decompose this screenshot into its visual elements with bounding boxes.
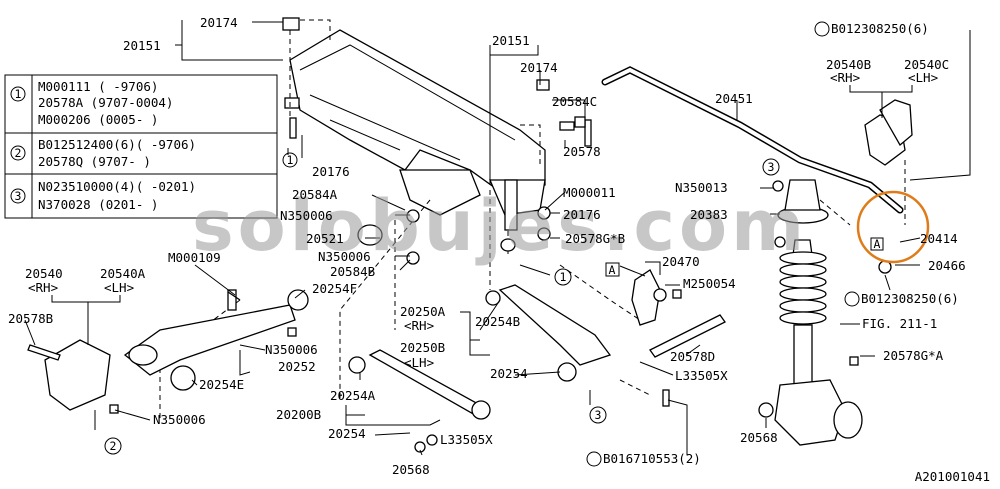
label-rh-arm: <RH>: [28, 280, 58, 295]
legend-row2-line2: 20578Q (9707- ): [38, 154, 151, 169]
label-20584c: 20584C: [552, 94, 597, 109]
label-20383: 20383: [690, 207, 728, 222]
label-rh-link: <RH>: [404, 318, 434, 333]
label-20540b: 20540B: [826, 57, 871, 72]
label-20254f: 20254F: [312, 281, 357, 296]
label-20578d: 20578D: [670, 349, 715, 364]
label-20584b: 20584B: [330, 264, 375, 279]
label-20540a: 20540A: [100, 266, 146, 281]
callout-3-arm: 3: [595, 408, 602, 422]
label-n350006-a: N350006: [280, 208, 333, 223]
part-labels: 20174 20151 1 20151 20174 20584C 20578 2…: [8, 15, 990, 484]
leader-lines: [24, 20, 971, 456]
legend-table: 1 M000111 ( -9706) 20578A (9707-0004) M0…: [4, 74, 278, 219]
callout-2: 2: [110, 439, 117, 453]
label-lh-arm: <LH>: [104, 280, 134, 295]
label-20568-left: 20568: [392, 462, 430, 477]
legend-row3-line2: N370028 (0201- ): [38, 197, 158, 212]
label-20521: 20521: [306, 231, 344, 246]
label-lh-bracket: <LH>: [908, 70, 938, 85]
label-20578g-a: 20578G*A: [883, 348, 944, 363]
legend-row1-line2: 20578A (9707-0004): [38, 95, 173, 110]
label-20151-left: 20151: [123, 38, 161, 53]
label-20414: 20414: [920, 231, 958, 246]
legend-row3-line1: N023510000(4)( -0201): [38, 179, 196, 194]
label-m250054: M250054: [683, 276, 736, 291]
callout-1-center: 1: [560, 270, 567, 284]
fastener-drawings: [27, 116, 892, 407]
legend-row2-line1: B012512400(6)( -9706): [38, 137, 196, 152]
label-m000109: M000109: [168, 250, 221, 265]
label-n350006-d: N350006: [153, 412, 206, 427]
label-20174-center: 20174: [520, 60, 558, 75]
stabilizer-link-drawing: [631, 269, 667, 326]
label-20254e: 20254E: [199, 377, 244, 392]
label-20540c: 20540C: [904, 57, 949, 72]
figure-code: A201001041: [915, 469, 990, 484]
label-20578b: 20578B: [8, 311, 53, 326]
label-n350006-b: N350006: [318, 249, 371, 264]
highlight-circle: [856, 190, 930, 264]
label-20250b: 20250B: [400, 340, 445, 355]
legend-marker-3: 3: [15, 189, 22, 203]
label-20250a: 20250A: [400, 304, 446, 319]
label-20568-right: 20568: [740, 430, 778, 445]
stabilizer-bracket-drawing: [864, 99, 913, 166]
label-fig-211-1: FIG. 211-1: [862, 316, 937, 331]
label-20254-lower: 20254: [328, 426, 366, 441]
callout-3-strut: 3: [768, 160, 775, 174]
label-n350013: N350013: [675, 180, 728, 195]
label-20470: 20470: [662, 254, 700, 269]
legend-marker-2: 2: [15, 146, 22, 160]
label-20254b: 20254B: [475, 314, 520, 329]
lower-arm-drawing: [348, 284, 726, 453]
label-n350006-c: N350006: [265, 342, 318, 357]
label-20252: 20252: [278, 359, 316, 374]
label-b012308250-top: B012308250(6): [831, 21, 929, 36]
label-20254-center: 20254: [490, 366, 528, 381]
strut-assembly-drawing: [758, 179, 863, 446]
assembly-guide-lines: [159, 19, 906, 420]
callout-1-left: 1: [287, 153, 294, 167]
label-l33505x-right: L33505X: [675, 368, 728, 383]
label-20584a: 20584A: [292, 187, 338, 202]
label-20200b: 20200B: [276, 407, 321, 422]
label-l33505x-left: L33505X: [440, 432, 493, 447]
label-b016710553: B016710553(2): [603, 451, 701, 466]
watermark-text: solobujes.com: [192, 185, 808, 267]
label-b012308250-bottom: B012308250(6): [861, 291, 959, 306]
legend-row1-line1: M000111 ( -9706): [38, 79, 158, 94]
label-m000011: M000011: [563, 185, 616, 200]
rear-trailing-arm-drawing: [44, 289, 309, 414]
label-20174-top: 20174: [200, 15, 238, 30]
label-20151-center: 20151: [492, 33, 530, 48]
label-20540: 20540: [25, 266, 63, 281]
box-a-label: A: [609, 263, 616, 277]
label-20176-left: 20176: [312, 164, 350, 179]
label-20451: 20451: [715, 91, 753, 106]
label-20578: 20578: [563, 144, 601, 159]
label-20176-right: 20176: [563, 207, 601, 222]
label-lh-link: <LH>: [404, 355, 434, 370]
legend-marker-1: 1: [15, 87, 22, 101]
label-rh-bracket: <RH>: [830, 70, 860, 85]
label-20466: 20466: [928, 258, 966, 273]
legend-row1-line3: M000206 (0005- ): [38, 112, 158, 127]
box-a-label-right: A: [874, 237, 881, 251]
label-20254a: 20254A: [330, 388, 376, 403]
label-20578g-b: 20578G*B: [565, 231, 625, 246]
